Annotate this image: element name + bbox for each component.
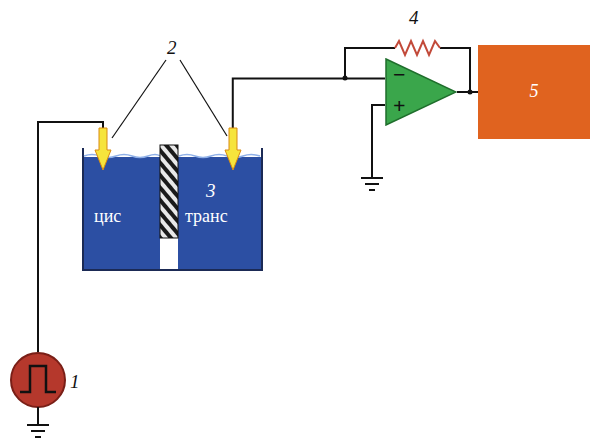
ground-symbol [27, 424, 49, 426]
callout-number: 5 [530, 82, 539, 102]
callout-number: 2 [167, 38, 177, 59]
leader-line [180, 60, 227, 136]
trans-compartment: транс [178, 157, 261, 269]
ground-symbol [369, 189, 375, 191]
ground-symbol [31, 430, 45, 432]
callout-number: 4 [409, 8, 419, 29]
wire [37, 407, 39, 425]
ground-symbol [361, 177, 383, 179]
membrane [160, 145, 178, 238]
pin-sign: + [393, 94, 406, 118]
wire [372, 105, 385, 178]
pulse-generator [11, 353, 65, 407]
recorder-box: 5 [478, 45, 590, 139]
compartment-name: транс [185, 207, 228, 227]
bath-container [83, 148, 262, 270]
wire [233, 78, 385, 157]
ground-symbol [365, 183, 379, 185]
pin-sign: − [393, 63, 406, 87]
op-amp: −+ [385, 58, 457, 126]
callout-number: 1 [70, 372, 80, 393]
callout-number: 3 [206, 181, 216, 202]
square-wave-symbol [20, 366, 56, 392]
ground-symbol [35, 436, 41, 438]
leader-line [112, 60, 166, 138]
wire [457, 91, 478, 93]
op-amp-triangle [386, 59, 456, 125]
compartment-name: цис [94, 207, 121, 227]
resistor-symbol [395, 41, 440, 55]
wire [440, 48, 470, 92]
cis-compartment: цис [84, 157, 160, 269]
